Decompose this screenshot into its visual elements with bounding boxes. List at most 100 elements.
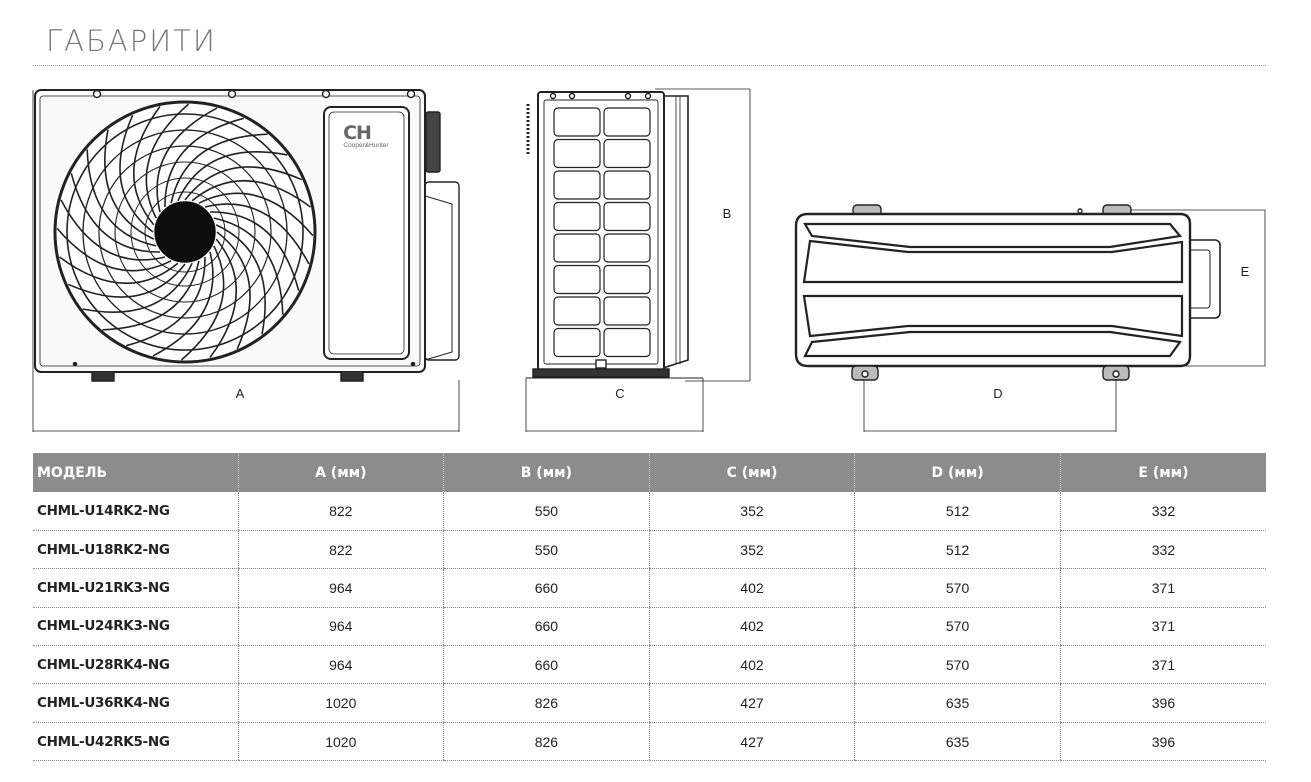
cell-d: 570 — [854, 607, 1061, 647]
table-row: CHML-U24RK3-NG 964 660 402 570 371 — [33, 607, 1266, 647]
cell-c: 402 — [648, 645, 855, 685]
side-grille-cell — [603, 138, 651, 169]
side-view-drawing — [525, 88, 751, 432]
fan-guard-spoke — [209, 238, 237, 358]
cell-d: 635 — [854, 683, 1061, 723]
table-row: CHML-U42RK5-NG 1020 826 427 635 396 — [33, 722, 1266, 762]
cell-d: 512 — [854, 530, 1061, 570]
side-grille-cell — [603, 107, 651, 137]
fan-guard-spoke — [82, 262, 193, 313]
table-row: CHML-U36RK4-NG 1020 826 427 635 396 — [33, 683, 1266, 723]
header-model: МОДЕЛЬ — [33, 453, 238, 492]
dimension-label-c: C — [615, 386, 624, 401]
side-grille-cell — [553, 107, 601, 137]
fan-guard-spoke — [216, 231, 251, 350]
fan-guard-spoke — [184, 166, 303, 201]
side-grille-cell — [553, 138, 601, 169]
cell-b: 550 — [443, 530, 650, 570]
cell-e: 332 — [1059, 492, 1266, 531]
fan-guard-spoke — [56, 227, 172, 272]
table-row: CHML-U14RK2-NG 822 550 352 512 332 — [33, 492, 1266, 531]
fan-guard-spoke — [191, 180, 311, 208]
header-c: C (мм) — [648, 453, 855, 492]
cell-a: 964 — [237, 645, 444, 685]
side-grille-cell — [603, 233, 651, 263]
header-b: B (мм) — [443, 453, 650, 492]
cell-a: 964 — [237, 568, 444, 608]
cell-c: 352 — [648, 530, 855, 570]
cell-e: 396 — [1059, 722, 1266, 762]
fan-guard-spoke — [180, 245, 225, 361]
brand-logo-mark: CH — [343, 122, 371, 144]
fan-guard-spoke — [215, 224, 266, 335]
cell-d: 570 — [854, 645, 1061, 685]
cell-e: 371 — [1059, 568, 1266, 608]
fan-guard-spoke — [213, 217, 284, 315]
cell-c: 402 — [648, 568, 855, 608]
fan-guard-spoke — [126, 256, 206, 347]
fan-guard-spoke — [67, 263, 186, 298]
cell-e: 396 — [1059, 683, 1266, 723]
fan-guard-spoke — [133, 106, 161, 226]
cell-a: 822 — [237, 492, 444, 531]
table-row: CHML-U28RK4-NG 964 660 402 570 371 — [33, 645, 1266, 685]
cell-model: CHML-U24RK3-NG — [33, 607, 238, 647]
cell-e: 371 — [1059, 607, 1266, 647]
side-grille-cell — [603, 296, 651, 326]
fan-guard-spoke — [204, 203, 310, 265]
dimension-label-a: A — [236, 386, 245, 401]
fan-guard-spoke — [177, 151, 288, 202]
cell-b: 660 — [443, 645, 650, 685]
fan-guard-spoke — [145, 103, 190, 219]
side-grille-cell — [553, 233, 601, 263]
table-row: CHML-U21RK3-NG 964 660 402 570 371 — [33, 568, 1266, 608]
cell-c: 427 — [648, 683, 855, 723]
dimension-label-b: B — [723, 206, 732, 221]
fan-guard-spoke — [119, 114, 154, 233]
dimensions-table: МОДЕЛЬ A (мм) B (мм) C (мм) D (мм) E (мм… — [33, 453, 1266, 762]
dimension-label-e: E — [1241, 264, 1250, 279]
cell-c: 352 — [648, 492, 855, 531]
cell-c: 402 — [648, 607, 855, 647]
side-grille-cell — [603, 327, 651, 358]
top-view-drawing — [794, 204, 1266, 432]
cell-b: 660 — [443, 568, 650, 608]
cell-b: 826 — [443, 722, 650, 762]
fan-guard-spoke — [164, 117, 244, 208]
table-header-row: МОДЕЛЬ A (мм) B (мм) C (мм) D (мм) E (мм… — [33, 453, 1266, 492]
cell-b: 826 — [443, 683, 650, 723]
cell-a: 822 — [237, 530, 444, 570]
cell-a: 964 — [237, 607, 444, 647]
cell-model: CHML-U36RK4-NG — [33, 683, 238, 723]
fan-guard-spoke — [86, 149, 157, 247]
brand-logo-text: Cooper&Hunter — [343, 142, 389, 149]
fan-guard-spoke — [60, 199, 166, 261]
side-grille-cell — [603, 264, 651, 295]
side-grille-cell — [553, 296, 601, 326]
header-e: E (мм) — [1059, 453, 1266, 492]
header-a: A (мм) — [237, 453, 444, 492]
fan-guard-spoke — [102, 260, 200, 331]
cell-d: 570 — [854, 568, 1061, 608]
cell-e: 371 — [1059, 645, 1266, 685]
cell-model: CHML-U14RK2-NG — [33, 492, 238, 531]
cell-d: 635 — [854, 722, 1061, 762]
dimension-label-d: D — [993, 386, 1002, 401]
dimension-drawings: CH Cooper&Hunter A B C — [32, 88, 1266, 432]
front-view-drawing — [32, 89, 460, 432]
cell-model: CHML-U42RK5-NG — [33, 722, 238, 762]
fan-guard-spoke — [152, 251, 214, 357]
cell-b: 660 — [443, 607, 650, 647]
side-grille-cell — [553, 201, 601, 232]
fan-guard-spoke — [104, 129, 155, 240]
side-grille-cell — [603, 201, 651, 232]
side-grille-cell — [553, 170, 601, 200]
cell-e: 332 — [1059, 530, 1266, 570]
cell-model: CHML-U21RK3-NG — [33, 568, 238, 608]
header-d: D (мм) — [854, 453, 1061, 492]
cell-b: 550 — [443, 492, 650, 531]
cell-c: 427 — [648, 722, 855, 762]
side-grille-cell — [553, 327, 601, 358]
fan-guard-spoke — [198, 192, 314, 237]
cell-a: 1020 — [237, 722, 444, 762]
